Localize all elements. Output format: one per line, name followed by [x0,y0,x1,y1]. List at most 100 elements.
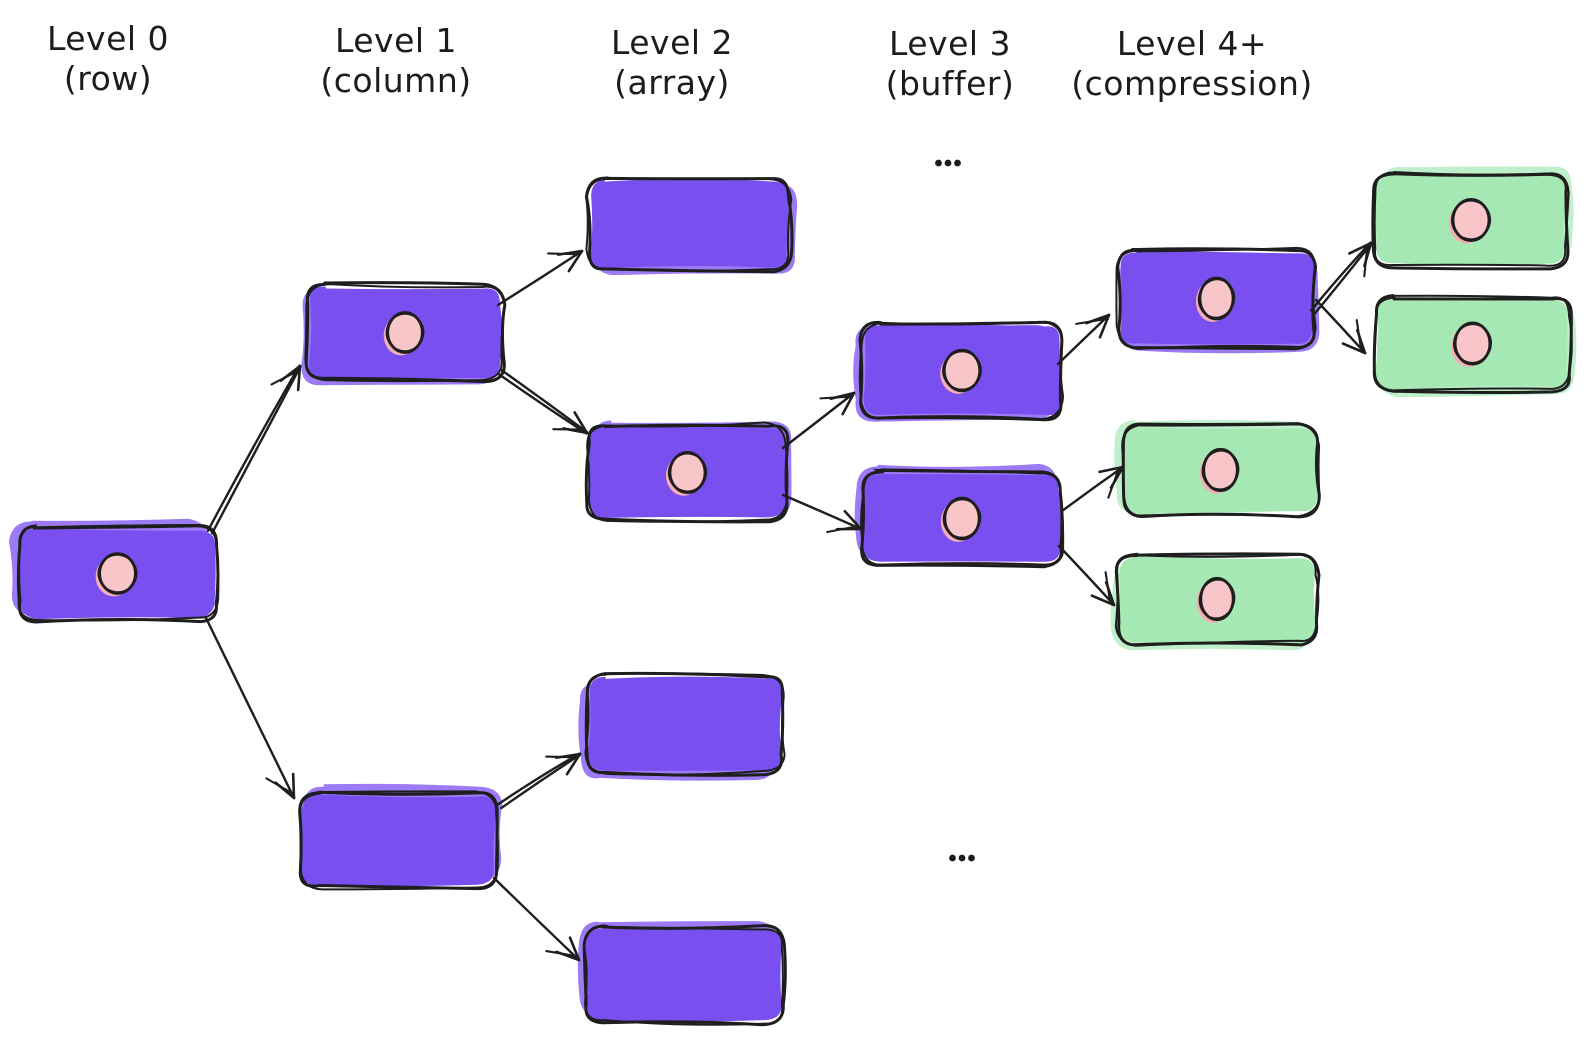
column-header-subtitle: (compression) [1071,64,1312,103]
node-outline [582,924,787,1027]
column-header-level-0: Level 0(row) [47,19,169,98]
column-header-title: Level 2 [611,23,733,62]
edge-line [500,753,582,810]
column-header-subtitle: (column) [320,61,471,100]
arrowhead-stroke [545,755,577,759]
node-outline-second-pass [1114,553,1320,647]
node-fill [300,794,497,887]
node-column-bottom [298,783,503,891]
arrowhead-stroke [270,370,299,386]
arrowhead-stroke [1348,241,1373,255]
node-outline-second-pass [299,790,499,891]
edge-line [210,365,302,535]
arrowhead-stroke [1104,571,1111,602]
ellipsis-dot [944,159,952,167]
arrowhead-stroke [265,777,293,794]
ellipsis-dot [935,159,942,167]
value-dot [386,311,424,354]
node-outline-second-pass [16,525,220,622]
ellipsis-dot [958,854,966,862]
edge-array-middle--buffer-top [781,391,856,450]
edge-buffer-bottom--compressed-mid-1 [1060,465,1125,513]
edge-line [497,752,581,806]
edge-compression-buffer--compressed-top-1 [1309,241,1373,315]
value-dot-outline-second-pass [1197,278,1236,319]
value-dot [1202,447,1239,493]
node-outline-second-pass [1373,170,1570,267]
column-header-level-4: Level 4+(compression) [1071,24,1312,103]
node-outline-second-pass [582,924,784,1026]
arrowhead-stroke [568,936,581,962]
column-header-title: Level 1 [335,21,457,60]
arrowhead-stroke [565,752,582,776]
arrowhead-stroke [843,509,863,531]
edge-buffer-top--compression-buffer [1056,313,1111,366]
column-header-subtitle: (array) [614,63,730,102]
node-buffer-bottom [854,463,1065,569]
value-dot [98,552,137,595]
value-dot-outline-second-pass [1201,449,1240,491]
edge-line [1313,242,1373,315]
node-outline-second-pass [858,320,1065,420]
edge-line [1309,241,1372,312]
ellipsis-dot [949,854,956,862]
value-dot [668,450,707,495]
column-header-level-2: Level 2(array) [611,23,733,102]
node-outline [584,176,794,274]
value-dot [1451,198,1491,242]
edge-column-top--array-middle [497,368,589,435]
arrowhead-stroke [545,949,576,957]
node-array-bottom-1 [578,671,786,781]
arrowhead-stroke [826,525,857,534]
arrowhead-stroke [296,364,302,392]
node-outline-second-pass [586,421,789,523]
ellipsis-dot [954,159,961,167]
ellipsis-dot [968,854,975,862]
value-dot-outline-second-pass [1198,578,1236,620]
arrowhead-stroke [1355,319,1362,350]
value-dot-outline-second-pass [97,553,138,594]
column-header-level-1: Level 1(column) [320,21,471,100]
node-fill [585,928,782,1022]
value-dot [1198,276,1235,321]
node-outline [584,423,790,524]
column-header-title: Level 4+ [1117,24,1267,63]
node-outline-second-pass [860,468,1063,566]
node-buffer-top [853,320,1065,422]
arrowhead-stroke [819,395,851,400]
column-header-subtitle: (row) [64,59,152,98]
column-header-level-3: Level 3(buffer) [886,24,1014,103]
value-dot [1453,321,1492,366]
value-dot-outline-second-pass [385,312,425,353]
node-array-bottom-2 [577,921,787,1027]
node-array-middle [584,420,792,524]
arrowhead-stroke [1098,313,1111,339]
node-outline-second-pass [584,672,786,776]
node-outline-second-pass [585,176,793,272]
node-row-root [8,518,220,624]
edge-line [492,876,581,962]
edge-column-top--array-top [496,249,584,307]
node-compression-buffer [1115,246,1320,354]
edge-compression-buffer--compressed-top-2 [1314,298,1367,355]
node-outline-second-pass [304,283,506,383]
node-outline-second-pass [1372,294,1573,392]
value-dot-outline-second-pass [942,350,982,391]
value-dot-outline-second-pass [1450,199,1492,241]
node-outline-second-pass [1121,423,1321,518]
edge-buffer-bottom--compressed-mid-2 [1057,544,1116,607]
edge-column-bottom--array-bottom-1 [497,752,582,810]
edge-line [206,364,301,533]
edge-row-root--column-bottom [204,616,296,800]
node-outline [860,468,1065,569]
arrowhead-stroke [1107,469,1120,499]
node-outline [584,671,785,777]
node-compressed-top-2 [1372,293,1577,398]
arrowhead-stroke [1090,594,1116,607]
arrowhead-stroke [1341,342,1367,355]
arrowhead-stroke [573,411,589,435]
edge-array-middle--buffer-bottom [781,493,863,534]
node-column-top [301,281,507,386]
arrowhead-stroke [1098,465,1125,474]
